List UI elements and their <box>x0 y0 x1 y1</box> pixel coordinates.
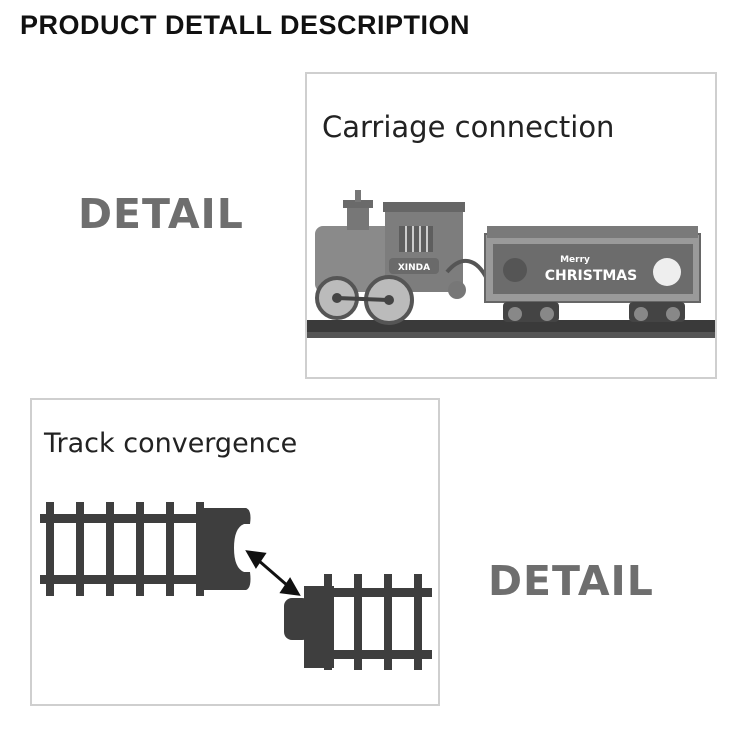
tender-text-small: Merry <box>560 255 590 265</box>
snowman-figure <box>653 258 681 286</box>
carriage-connection-caption: Carriage connection <box>322 110 615 144</box>
page-title: PRODUCT DETALL DESCRIPTION <box>20 10 471 40</box>
track-convergence-caption: Track convergence <box>44 428 298 459</box>
train-illustration: XINDA Merry CHRISTMAS <box>307 190 715 338</box>
detail-label-bottom: DETAIL <box>488 557 654 605</box>
convergence-arrow <box>245 550 301 596</box>
track-illustration <box>40 502 432 670</box>
detail-label-top: DETAIL <box>78 190 244 238</box>
track-piece-left <box>40 502 251 596</box>
track-convergence-panel: Track convergence <box>30 398 440 706</box>
carriage-connection-panel: Carriage connection XINDA Merry <box>305 72 717 379</box>
rail-track <box>307 320 715 334</box>
track-piece-right <box>284 574 432 670</box>
rail-ties <box>307 332 715 338</box>
tender-text-big: CHRISTMAS <box>545 268 637 284</box>
coupling-hook <box>448 281 466 299</box>
smokestack <box>347 206 369 230</box>
loco-nameplate <box>389 258 439 274</box>
loco-plate-text: XINDA <box>398 263 430 273</box>
cab-roof <box>383 202 465 212</box>
